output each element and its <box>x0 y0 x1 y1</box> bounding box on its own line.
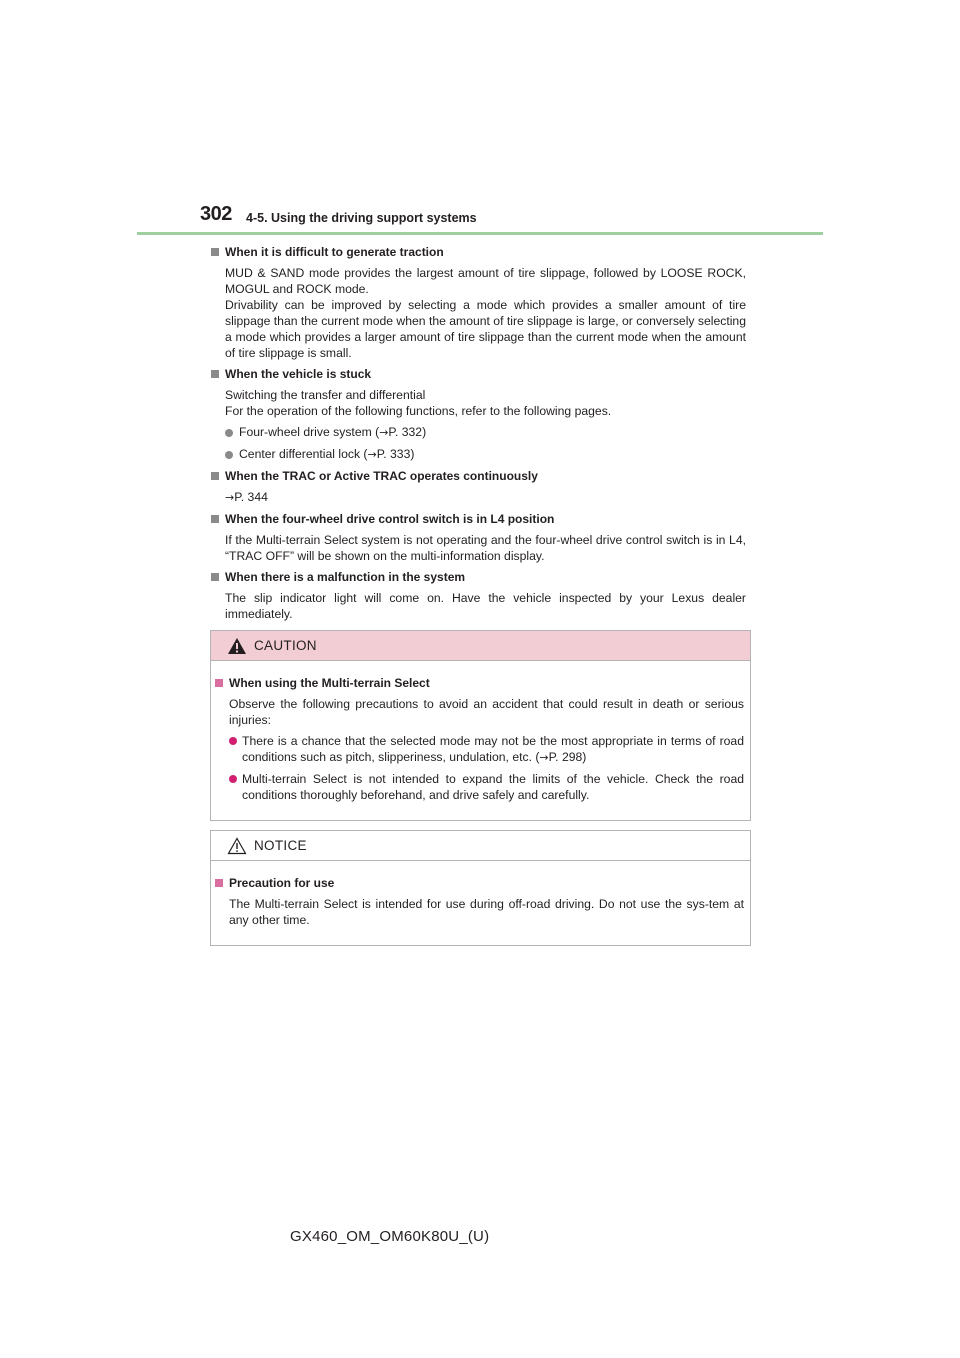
square-bullet-icon <box>211 472 219 480</box>
arrow-right-icon: → <box>367 448 377 461</box>
header-rule <box>137 232 823 235</box>
caution-header: CAUTION <box>211 631 750 661</box>
section-stuck: When the vehicle is stuck Switching the … <box>211 366 746 463</box>
notice-title: NOTICE <box>254 838 307 853</box>
caution-heading: When using the Multi-terrain Select <box>215 675 744 691</box>
arrow-right-icon: → <box>379 426 389 439</box>
section-heading: When the vehicle is stuck <box>211 366 746 382</box>
chapter-title: 4-5. Using the driving support systems <box>246 211 477 225</box>
warning-triangle-outline-icon <box>227 836 247 854</box>
paragraph: For the operation of the following funct… <box>225 404 612 418</box>
square-bullet-icon <box>211 573 219 581</box>
section-heading: When the TRAC or Active TRAC operates co… <box>211 468 746 484</box>
section-heading: When it is difficult to generate tractio… <box>211 244 746 260</box>
circle-bullet-icon <box>229 775 237 783</box>
list-item: Center differential lock (→P. 333) <box>225 446 746 463</box>
section-heading: When there is a malfunction in the syste… <box>211 569 746 585</box>
section-body: If the Multi-terrain Select system is no… <box>225 532 746 564</box>
square-bullet-icon <box>211 248 219 256</box>
page-reference-link[interactable]: P. 332 <box>388 425 423 439</box>
square-bullet-icon <box>215 879 223 887</box>
notice-body: Precaution for use The Multi-terrain Sel… <box>211 861 750 928</box>
arrow-right-icon: → <box>225 491 235 504</box>
section-l4: When the four-wheel drive control switch… <box>211 511 746 564</box>
notice-header: NOTICE <box>211 831 750 861</box>
paragraph: If the Multi-terrain Select system is no… <box>225 533 746 563</box>
section-trac: When the TRAC or Active TRAC operates co… <box>211 468 746 506</box>
page-reference-link[interactable]: P. 333 <box>376 447 411 461</box>
list-item: There is a chance that the selected mode… <box>229 733 744 766</box>
list-item: Four-wheel drive system (→P. 332) <box>225 424 746 441</box>
paragraph: The slip indicator light will come on. H… <box>225 591 746 621</box>
square-bullet-icon <box>211 370 219 378</box>
circle-bullet-icon <box>225 429 233 437</box>
page-reference-link[interactable]: P. 344 <box>234 490 268 504</box>
paragraph: MUD & SAND mode provides the largest amo… <box>225 266 746 296</box>
section-traction: When it is difficult to generate tractio… <box>211 244 746 361</box>
page-number: 302 <box>200 203 232 225</box>
notice-heading: Precaution for use <box>215 875 744 891</box>
section-body: Switching the transfer and differential … <box>225 387 746 419</box>
square-bullet-icon <box>215 679 223 687</box>
circle-bullet-icon <box>229 737 237 745</box>
caution-title: CAUTION <box>254 638 317 653</box>
section-heading: When the four-wheel drive control switch… <box>211 511 746 527</box>
section-body: →P. 344 <box>225 489 746 506</box>
section-malfunction: When there is a malfunction in the syste… <box>211 569 746 622</box>
page-reference-link[interactable]: P. 298 <box>548 750 583 764</box>
main-content: When it is difficult to generate tractio… <box>211 244 746 622</box>
notice-box: NOTICE Precaution for use The Multi-terr… <box>210 830 751 946</box>
section-body: MUD & SAND mode provides the largest amo… <box>225 265 746 361</box>
caution-box: CAUTION When using the Multi-terrain Sel… <box>210 630 751 821</box>
arrow-right-icon: → <box>539 751 549 764</box>
notice-text: The Multi-terrain Select is intended for… <box>229 897 744 927</box>
square-bullet-icon <box>211 515 219 523</box>
footer-code: GX460_OM_OM60K80U_(U) <box>290 1228 490 1245</box>
warning-triangle-icon <box>228 637 246 654</box>
paragraph: Drivability can be improved by selecting… <box>225 298 746 360</box>
list-item: Multi-terrain Select is not intended to … <box>229 771 744 803</box>
circle-bullet-icon <box>225 451 233 459</box>
paragraph: Switching the transfer and differential <box>225 388 426 402</box>
section-body: The slip indicator light will come on. H… <box>225 590 746 622</box>
caution-text: Observe the following precautions to avo… <box>229 697 744 727</box>
caution-body: When using the Multi-terrain Select Obse… <box>211 661 750 803</box>
